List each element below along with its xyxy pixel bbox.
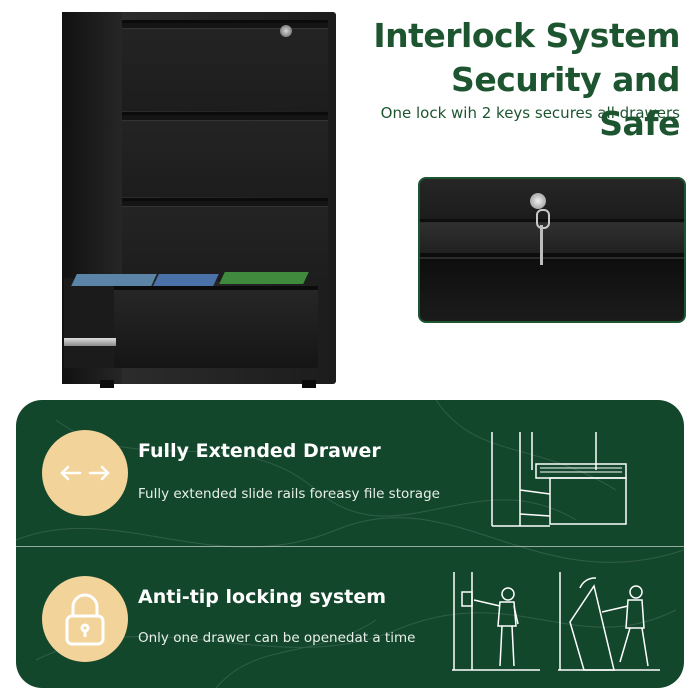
- drawer-2: [122, 112, 328, 197]
- open-drawer: [64, 268, 318, 368]
- leaf-pattern: [16, 400, 684, 688]
- feature-divider: [16, 546, 684, 547]
- cabinet-leg: [302, 380, 316, 388]
- file-cabinet-image: [62, 12, 336, 388]
- key-icon: [536, 209, 550, 229]
- drawer-3: [122, 198, 328, 281]
- drawer-1: [122, 20, 328, 111]
- product-area: Interlock System Security and Safe One l…: [62, 12, 686, 388]
- lock-cylinder-icon: [530, 193, 546, 209]
- feature-icon-circle: [42, 576, 128, 662]
- headline-line-1: Interlock System: [373, 16, 680, 55]
- anti-tip-person-drawing: [452, 572, 540, 671]
- headline: Interlock System Security and Safe: [360, 14, 680, 146]
- cabinet-tipping-drawing: [558, 572, 660, 671]
- feature-title: Anti-tip locking system: [138, 586, 387, 608]
- padlock-icon: [65, 593, 105, 646]
- slide-rail: [64, 338, 116, 346]
- arrows-left-right-icon: [60, 465, 110, 481]
- feature-title: Fully Extended Drawer: [138, 440, 381, 462]
- features-panel: Fully Extended Drawer Fully extended sli…: [16, 400, 684, 688]
- feature-description: Only one drawer can be openedat a time: [138, 630, 416, 646]
- feature-description: Fully extended slide rails foreasy file …: [138, 486, 440, 502]
- headline-subtitle: One lock wih 2 keys secures all drawers: [380, 104, 680, 122]
- feature-icon-circle: [42, 430, 128, 516]
- cabinet-leg: [100, 380, 114, 388]
- lock-closeup-image: [418, 177, 686, 323]
- lock-icon: [280, 25, 292, 37]
- extended-drawer-drawing: [491, 432, 627, 527]
- headline-line-2: Security and Safe: [451, 60, 680, 143]
